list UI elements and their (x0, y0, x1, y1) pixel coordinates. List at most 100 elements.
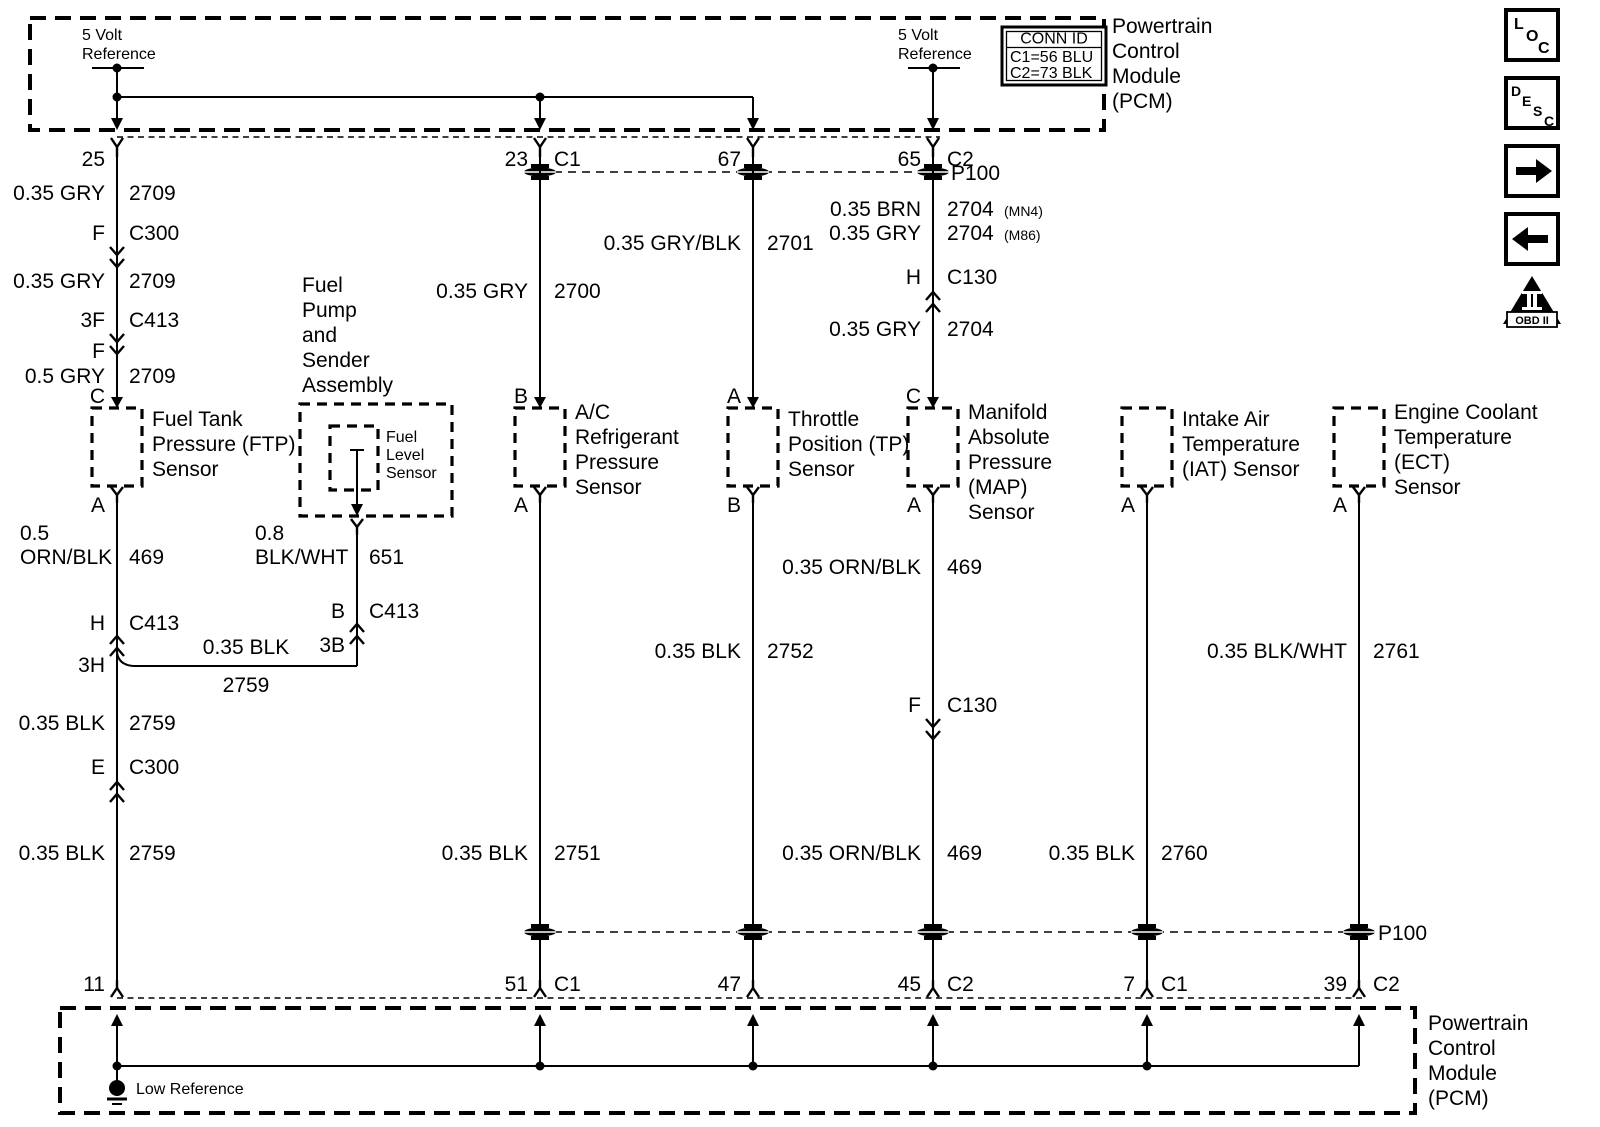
terminal-icon (1140, 980, 1154, 998)
next-button[interactable] (1504, 144, 1560, 198)
loc-button[interactable]: L O C (1504, 8, 1560, 62)
svg-text:Pressure (FTP): Pressure (FTP) (152, 433, 296, 456)
low-reference-label: Low Reference (136, 1081, 244, 1098)
circuit-number: 469 (947, 842, 982, 865)
down-arrow-icon (927, 118, 939, 130)
pin-number: 11 (83, 973, 105, 996)
svg-text:C: C (1538, 40, 1550, 57)
inline-connector-icon (925, 290, 941, 301)
circuit-number: 2761 (1373, 640, 1420, 663)
svg-text:Temperature: Temperature (1394, 426, 1512, 449)
terminal-icon (746, 137, 760, 157)
svg-text:Temperature: Temperature (1182, 433, 1300, 456)
pin-letter: C (90, 385, 105, 408)
down-arrow-icon (111, 118, 123, 130)
map-wire-labels: 0.35 BRN 2704 (MN4) 0.35 GRY 2704 (M86) … (782, 198, 1043, 865)
conn-id-header: CONN ID (1020, 31, 1088, 48)
conn-id-legend: CONN ID C1=56 BLU C2=73 BLK (1000, 25, 1108, 87)
circuit-number: 651 (369, 546, 404, 569)
fuel-level-return-labels: 0.8 BLK/WHT 651 B C413 3B (255, 522, 419, 657)
terminal-icon (110, 486, 124, 503)
svg-text:Sensor: Sensor (788, 458, 855, 481)
wire-spec: 0.35 GRY/BLK (604, 232, 741, 255)
pcm-bottom-box: Powertrain Control Module (PCM) Low Refe… (58, 1006, 1528, 1115)
pin-letter: E (91, 756, 105, 779)
pcm-top-title-line: Module (1112, 65, 1181, 88)
terminal-icon (110, 980, 124, 998)
svg-text:(MAP): (MAP) (968, 476, 1028, 499)
inline-connector-icon (109, 634, 125, 645)
svg-text:Sender: Sender (302, 349, 370, 372)
terminal-icon (533, 137, 547, 157)
arrow-right-icon (1516, 159, 1552, 183)
pcm-bottom-title-line: (PCM) (1428, 1087, 1489, 1110)
inline-connector-icon (925, 730, 941, 741)
wire-spec: 0.35 BLK (442, 842, 528, 865)
wire-spec: 0.35 GRY (829, 222, 921, 245)
terminal-icon (926, 137, 940, 157)
down-arrow-icon (534, 397, 546, 408)
arrow-left-icon (1512, 227, 1548, 251)
circuit-number: 2751 (554, 842, 601, 865)
grommet-icon (1130, 923, 1164, 941)
connector-id: C300 (129, 756, 179, 779)
svg-text:Sensor: Sensor (386, 465, 437, 482)
conn-id-row: C1=56 BLU (1010, 49, 1093, 66)
svg-text:E: E (1522, 93, 1531, 109)
wire-spec: 0.35 ORN/BLK (782, 842, 921, 865)
obd2-label: OBD II (1515, 315, 1549, 327)
desc-button[interactable]: D E S C (1504, 76, 1560, 130)
svg-text:C: C (1544, 113, 1554, 129)
svg-text:Absolute: Absolute (968, 426, 1050, 449)
circuit-number: 2709 (129, 270, 176, 293)
wire-spec: 0.5 GRY (25, 365, 105, 388)
svg-text:Reference: Reference (82, 46, 156, 63)
down-arrow-icon (927, 397, 939, 408)
circuit-number: 2709 (129, 182, 176, 205)
wire-spec: 0.35 GRY (829, 318, 921, 341)
terminal-icon (926, 486, 940, 503)
svg-text:Position (TP): Position (TP) (788, 433, 909, 456)
pin-number: 25 (82, 148, 105, 171)
svg-text:Sensor: Sensor (575, 476, 642, 499)
terminal-icon (1352, 980, 1366, 998)
pcm-top-connector-face: 25 23 C1 67 65 C2 (82, 136, 974, 171)
svg-text:Sensor: Sensor (1394, 476, 1461, 499)
conn-id-row: C2=73 BLK (1010, 65, 1093, 82)
prev-button[interactable] (1504, 212, 1560, 266)
connector-id: C413 (369, 600, 419, 623)
svg-text:Level: Level (386, 447, 424, 464)
p100-splice-row-top: P100 (523, 162, 1000, 185)
obd2-badge: OBD II (1503, 276, 1561, 328)
down-arrow-icon (747, 397, 759, 408)
connector-id: C130 (947, 694, 997, 717)
up-arrow-icon (1141, 1014, 1153, 1026)
inline-connector-icon (109, 792, 125, 803)
connector-id: C1 (554, 148, 581, 171)
terminal-icon (746, 486, 760, 503)
connector-id: C2 (1373, 973, 1400, 996)
map-sensor: C Manifold Absolute Pressure (MAP) Senso… (906, 385, 1052, 524)
wire-spec: BLK/WHT (255, 546, 349, 569)
svg-text:5 Volt: 5 Volt (82, 27, 123, 44)
svg-text:Manifold: Manifold (968, 401, 1047, 424)
terminal-icon (533, 980, 547, 998)
circuit-number: 2760 (1161, 842, 1208, 865)
down-arrow-icon (111, 397, 123, 408)
five-volt-reference-right: 5 Volt Reference (898, 27, 972, 73)
wire-spec: 0.35 BLK (655, 640, 741, 663)
circuit-number: 2704 (947, 222, 994, 245)
inline-connector-icon (925, 302, 941, 313)
pin-letter: A (1333, 494, 1347, 517)
pin-letter: F (92, 340, 105, 363)
grommet-label: P100 (1378, 922, 1427, 945)
terminal-icon (533, 486, 547, 503)
connector-id: C2 (947, 973, 974, 996)
svg-text:D: D (1511, 83, 1521, 99)
svg-text:Fuel: Fuel (386, 429, 417, 446)
terminal-icon (926, 980, 940, 998)
connector-id: C413 (129, 612, 179, 635)
grommet-icon (523, 923, 557, 941)
pin-letter: F (908, 694, 921, 717)
pin-number: 67 (718, 148, 741, 171)
